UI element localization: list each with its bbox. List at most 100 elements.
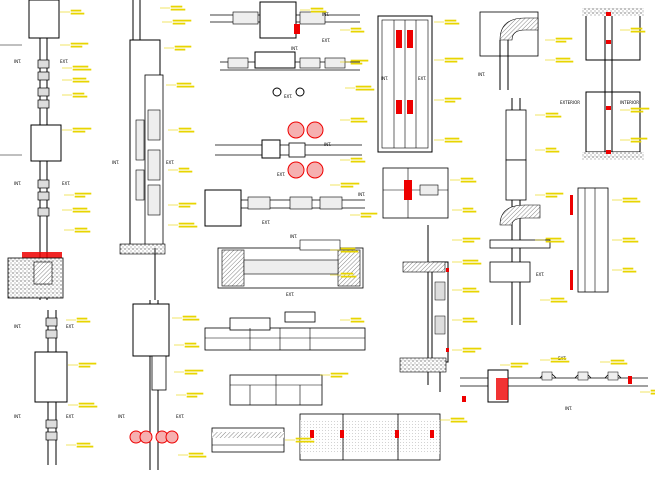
sill-detail-1: INT. EXT.	[217, 234, 364, 297]
ext-label: EXT.	[66, 414, 74, 419]
annotation-text-mark	[545, 115, 562, 118]
annotation-text-mark	[340, 247, 356, 250]
annotation-text-mark	[462, 259, 479, 262]
int-label: INT.	[112, 160, 119, 165]
int-label: INT.	[14, 59, 21, 64]
annotation-text-mark	[460, 180, 477, 183]
ext-label: EXT.	[176, 414, 184, 419]
annotation-text-mark	[550, 357, 567, 360]
annotation-text-mark	[340, 275, 357, 278]
annotation-text-mark	[545, 192, 564, 195]
annotation-text-mark	[555, 57, 571, 60]
annotation-text-mark	[178, 205, 191, 208]
annotation-text-mark	[545, 147, 557, 150]
corner-detail-1	[382, 167, 449, 219]
head-detail-1: INT.	[478, 11, 539, 90]
annotation-text-mark	[444, 97, 462, 100]
annotation-text-mark	[188, 452, 204, 455]
ext-label: EXT.	[284, 94, 292, 99]
annotation-text-mark	[462, 320, 478, 323]
annotation-text-mark	[545, 195, 558, 198]
annotation-text-mark	[460, 177, 474, 180]
annotation-text-mark	[444, 19, 457, 22]
annotation-text-mark	[462, 290, 480, 293]
annotation-text-mark	[78, 402, 95, 405]
annotation-text-mark	[186, 392, 204, 395]
int-label: INT.	[14, 181, 21, 186]
annotation-text-mark	[545, 150, 560, 153]
annotation-text-mark	[178, 222, 195, 225]
annotation-text-mark	[72, 68, 92, 71]
int-label: INT.	[358, 192, 365, 197]
annotation-text-mark	[182, 315, 197, 318]
annotation-text-mark	[350, 59, 369, 62]
annotation-text-mark	[444, 22, 460, 25]
frame-elevation-1: INT. EXT.	[377, 15, 433, 153]
annotation-text-mark	[462, 317, 475, 320]
annotation-text-mark	[444, 137, 460, 140]
annotation-text-mark	[545, 240, 565, 243]
annotation-text-mark	[450, 420, 468, 423]
annotation-text-mark	[355, 85, 372, 88]
ext-label: EXT.	[166, 160, 174, 165]
annotation-text-mark	[70, 45, 83, 48]
annotation-text-mark	[550, 360, 570, 363]
annotation-text-mark	[355, 88, 375, 91]
annotation-text-mark	[176, 85, 195, 88]
annotation-text-mark	[444, 57, 464, 60]
annotation-text-mark	[444, 140, 463, 143]
annotation-text-mark	[182, 318, 200, 321]
annotation-text-mark	[70, 9, 82, 12]
annotation-text-mark	[74, 230, 91, 233]
annotation-text-mark	[72, 130, 86, 133]
annotation-text-mark	[76, 317, 88, 320]
annotation-text-mark	[310, 7, 324, 10]
annotation-text-mark	[555, 40, 567, 43]
annotation-text-mark	[350, 30, 365, 33]
annotation-text-mark	[172, 19, 192, 22]
annotation-text-mark	[462, 207, 474, 210]
horizontal-section-2: INT. EXT.	[220, 46, 360, 99]
exterior-label: EXTERIOR	[560, 100, 580, 105]
horizontal-section-3: INT. EXT.	[215, 121, 362, 179]
interior-label: INTERIOR	[620, 100, 639, 105]
annotation-text-mark	[184, 372, 198, 375]
annotation-text-mark	[174, 45, 192, 48]
vertical-section-4: INT. EXT.	[118, 300, 184, 470]
annotation-text-mark	[78, 365, 91, 368]
ext-label: EXT.	[322, 38, 330, 43]
annotation-text-mark	[350, 157, 363, 160]
annotation-text-mark	[78, 405, 98, 408]
annotation-text-mark	[184, 369, 204, 372]
annotation-text-mark	[350, 27, 362, 30]
annotation-text-mark	[350, 120, 368, 123]
annotation-text-mark	[555, 60, 574, 63]
int-label: INT.	[478, 72, 485, 77]
annotation-text-mark	[74, 227, 88, 230]
annotation-text-mark	[350, 160, 366, 163]
annotation-text-mark	[170, 5, 183, 8]
annotation-text-mark	[350, 317, 362, 320]
annotation-text-mark	[178, 127, 192, 130]
annotation-text-mark	[450, 417, 465, 420]
annotation-text-mark	[350, 62, 363, 65]
annotation-text-mark	[350, 117, 365, 120]
annotation-text-mark	[330, 372, 349, 375]
annotation-text-mark	[462, 240, 475, 243]
annotation-text-mark	[72, 77, 87, 80]
annotation-text-mark	[178, 170, 193, 173]
annotation-text-mark	[350, 320, 365, 323]
ext-label: EXT.	[286, 292, 294, 297]
sill-detail-2	[204, 311, 366, 351]
int-label: INT.	[290, 234, 297, 239]
annotation-text-mark	[610, 362, 628, 365]
annotation-text-mark	[178, 130, 195, 133]
annotation-text-mark	[188, 455, 207, 458]
annotation-text-mark	[174, 48, 186, 51]
int-label: INT.	[324, 142, 331, 147]
annotation-text-mark	[360, 215, 372, 218]
annotation-text-mark	[72, 210, 91, 213]
annotation-text-mark	[184, 342, 197, 345]
ext-label: EXT.	[262, 220, 270, 225]
